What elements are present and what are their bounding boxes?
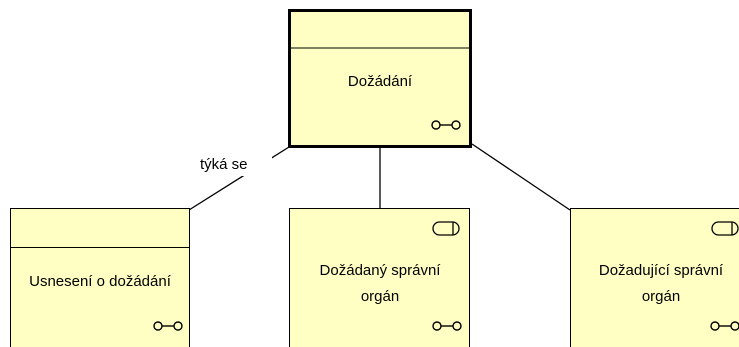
node-dozadany-label-line1: Dožádaný správní: [320, 262, 442, 279]
association-icon: [710, 321, 739, 331]
association-icon: [432, 321, 462, 331]
node-dozadany-box: [289, 208, 470, 347]
role-icon: [711, 221, 739, 236]
association-icon: [153, 321, 183, 331]
node-usneseni-o-dozadani[interactable]: Usnesení o dožádání: [10, 208, 190, 347]
association-icon: [431, 120, 461, 130]
edge-label-background: [196, 151, 272, 176]
node-dozadany-label-line2: orgán: [361, 288, 399, 305]
node-dozadani-label: Dožádání: [348, 73, 413, 90]
node-usneseni-label: Usnesení o dožádání: [29, 273, 172, 290]
node-dozadujici-spravni-organ[interactable]: Dožadující správní orgán: [570, 208, 739, 347]
edge-main-to-dozadujici[interactable]: [471, 143, 571, 211]
connectors: [188, 143, 571, 211]
node-dozadujici-label-line1: Dožadující správní: [599, 262, 724, 279]
role-icon: [432, 221, 460, 236]
node-dozadany-spravni-organ[interactable]: Dožádaný správní orgán: [289, 208, 470, 347]
edge-main-to-usneseni[interactable]: [188, 146, 290, 211]
node-usneseni-box: [10, 208, 190, 347]
edge-label-tyka-se: týká se: [200, 156, 248, 173]
node-dozadani[interactable]: Dožádání: [288, 9, 472, 148]
node-dozadujici-label-line2: orgán: [642, 288, 680, 305]
